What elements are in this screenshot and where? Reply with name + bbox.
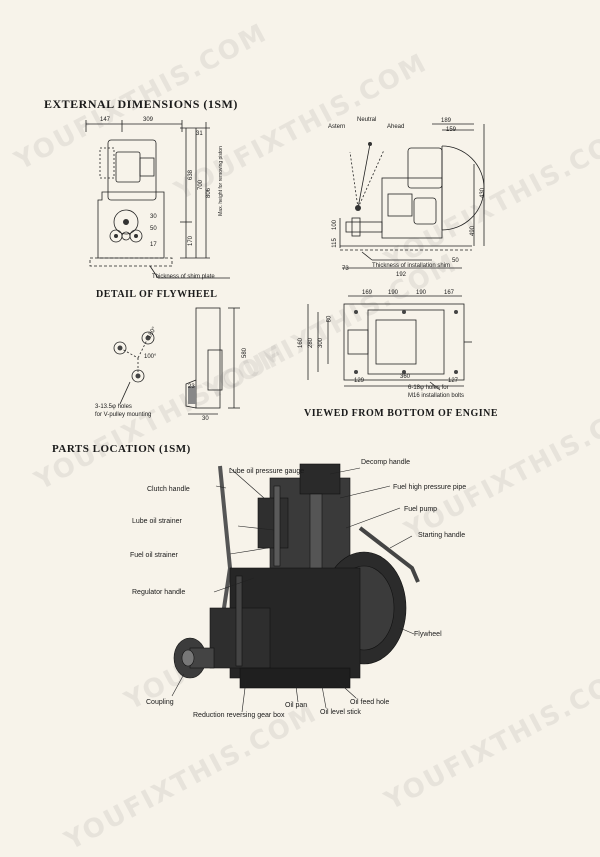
heading-parts-location: PARTS LOCATION (1SM) (52, 443, 191, 455)
front-dim-31: 31 (196, 131, 203, 137)
bottom-dim-190b: 190 (416, 290, 427, 296)
part-oil-pan: Oil pan (285, 702, 308, 709)
side-dim-192: 192 (396, 272, 407, 278)
bottom-holes-note-2: M16 installation bolts (408, 393, 465, 399)
bottom-dim-129: 129 (354, 378, 365, 384)
part-clutch-handle: Clutch handle (147, 486, 190, 493)
flywheel-holes-note-2: for V-pulley mounting (95, 412, 152, 418)
heading-viewed-bottom: VIEWED FROM BOTTOM OF ENGINE (304, 408, 499, 419)
bottom-dim-280: 280 (308, 337, 315, 349)
side-shim-note: Thickness of installation shim (372, 263, 451, 269)
flywheel-dim-30: 30 (202, 416, 209, 422)
part-fuel-oil-strainer: Fuel oil strainer (130, 552, 178, 559)
front-shim-note: Thickness of shim plate (152, 274, 215, 280)
side-dim-159: 159 (446, 127, 457, 133)
part-starting-handle: Starting handle (418, 532, 466, 539)
bottom-dim-80: 80 (326, 315, 333, 323)
flywheel-dim-23: 23 (188, 384, 195, 390)
part-fuel-high-pressure-pipe: Fuel high pressure pipe (393, 484, 467, 491)
front-dim-50: 50 (150, 226, 157, 232)
front-note-max-height: Max. height for removing piston (217, 146, 224, 216)
front-dim-638: 638 (188, 169, 195, 181)
part-flywheel: Flywheel (414, 631, 442, 638)
front-view-drawing (85, 120, 230, 279)
part-oil-level-stick: Oil level stick (320, 709, 361, 716)
front-dim-147: 147 (100, 117, 111, 123)
front-dim-309: 309 (143, 117, 154, 123)
front-dim-700: 700 (198, 179, 205, 191)
part-fuel-pump: Fuel pump (404, 506, 438, 513)
side-lever-astern: Astern (328, 124, 346, 130)
bottom-dim-190a: 190 (388, 290, 399, 296)
side-dim-100: 100 (332, 219, 339, 231)
side-lever-neutral: Neutral (357, 117, 377, 123)
side-view-drawing (339, 123, 485, 269)
bottom-view-drawing (307, 295, 472, 391)
part-oil-feed-hole: Oil feed hole (350, 699, 390, 706)
flywheel-holes-note-1: 3-13.5φ holes (95, 404, 132, 410)
bottom-dim-160: 160 (298, 337, 305, 349)
side-dim-73: 73 (342, 266, 349, 272)
bottom-dim-169: 169 (362, 290, 373, 296)
part-regulator-handle: Regulator handle (132, 589, 186, 596)
bottom-dim-167: 167 (444, 290, 455, 296)
flywheel-angle-100: 100° (144, 354, 157, 360)
flywheel-dim-580: 580 (242, 347, 249, 359)
watermark: YOUFIXTHIS.COM (60, 697, 323, 857)
part-lube-oil-strainer: Lube oil strainer (132, 518, 182, 525)
side-dim-50: 50 (452, 258, 459, 264)
side-dim-490: 490 (470, 225, 477, 237)
side-dim-115: 115 (331, 238, 338, 248)
front-dim-806: 806 (206, 187, 213, 199)
side-lever-ahead: Ahead (387, 124, 405, 130)
bottom-holes-note-1: 6-18φ holes for (408, 385, 449, 391)
engine-photo (171, 463, 420, 713)
part-decomp-handle: Decomp handle (361, 459, 411, 466)
part-coupling: Coupling (146, 699, 174, 706)
side-dim-189: 189 (441, 118, 452, 124)
bottom-dim-360: 360 (400, 374, 411, 380)
side-dim-430: 430 (480, 187, 487, 199)
part-reduction-reversing-gear-box: Reduction reversing gear box (193, 712, 285, 719)
heading-external-dimensions: EXTERNAL DIMENSIONS (1SM) (44, 97, 238, 111)
flywheel-detail-drawing (113, 307, 240, 415)
bottom-dim-300: 300 (318, 337, 325, 349)
heading-detail-flywheel: DETAIL OF FLYWHEEL (96, 289, 218, 300)
bottom-dim-127: 127 (448, 378, 459, 384)
front-dim-170: 170 (188, 235, 195, 247)
front-dim-30: 30 (150, 214, 157, 220)
front-dim-17: 17 (150, 242, 157, 248)
part-lube-oil-pressure-gauge: Lube oil pressure gauge (229, 468, 305, 475)
